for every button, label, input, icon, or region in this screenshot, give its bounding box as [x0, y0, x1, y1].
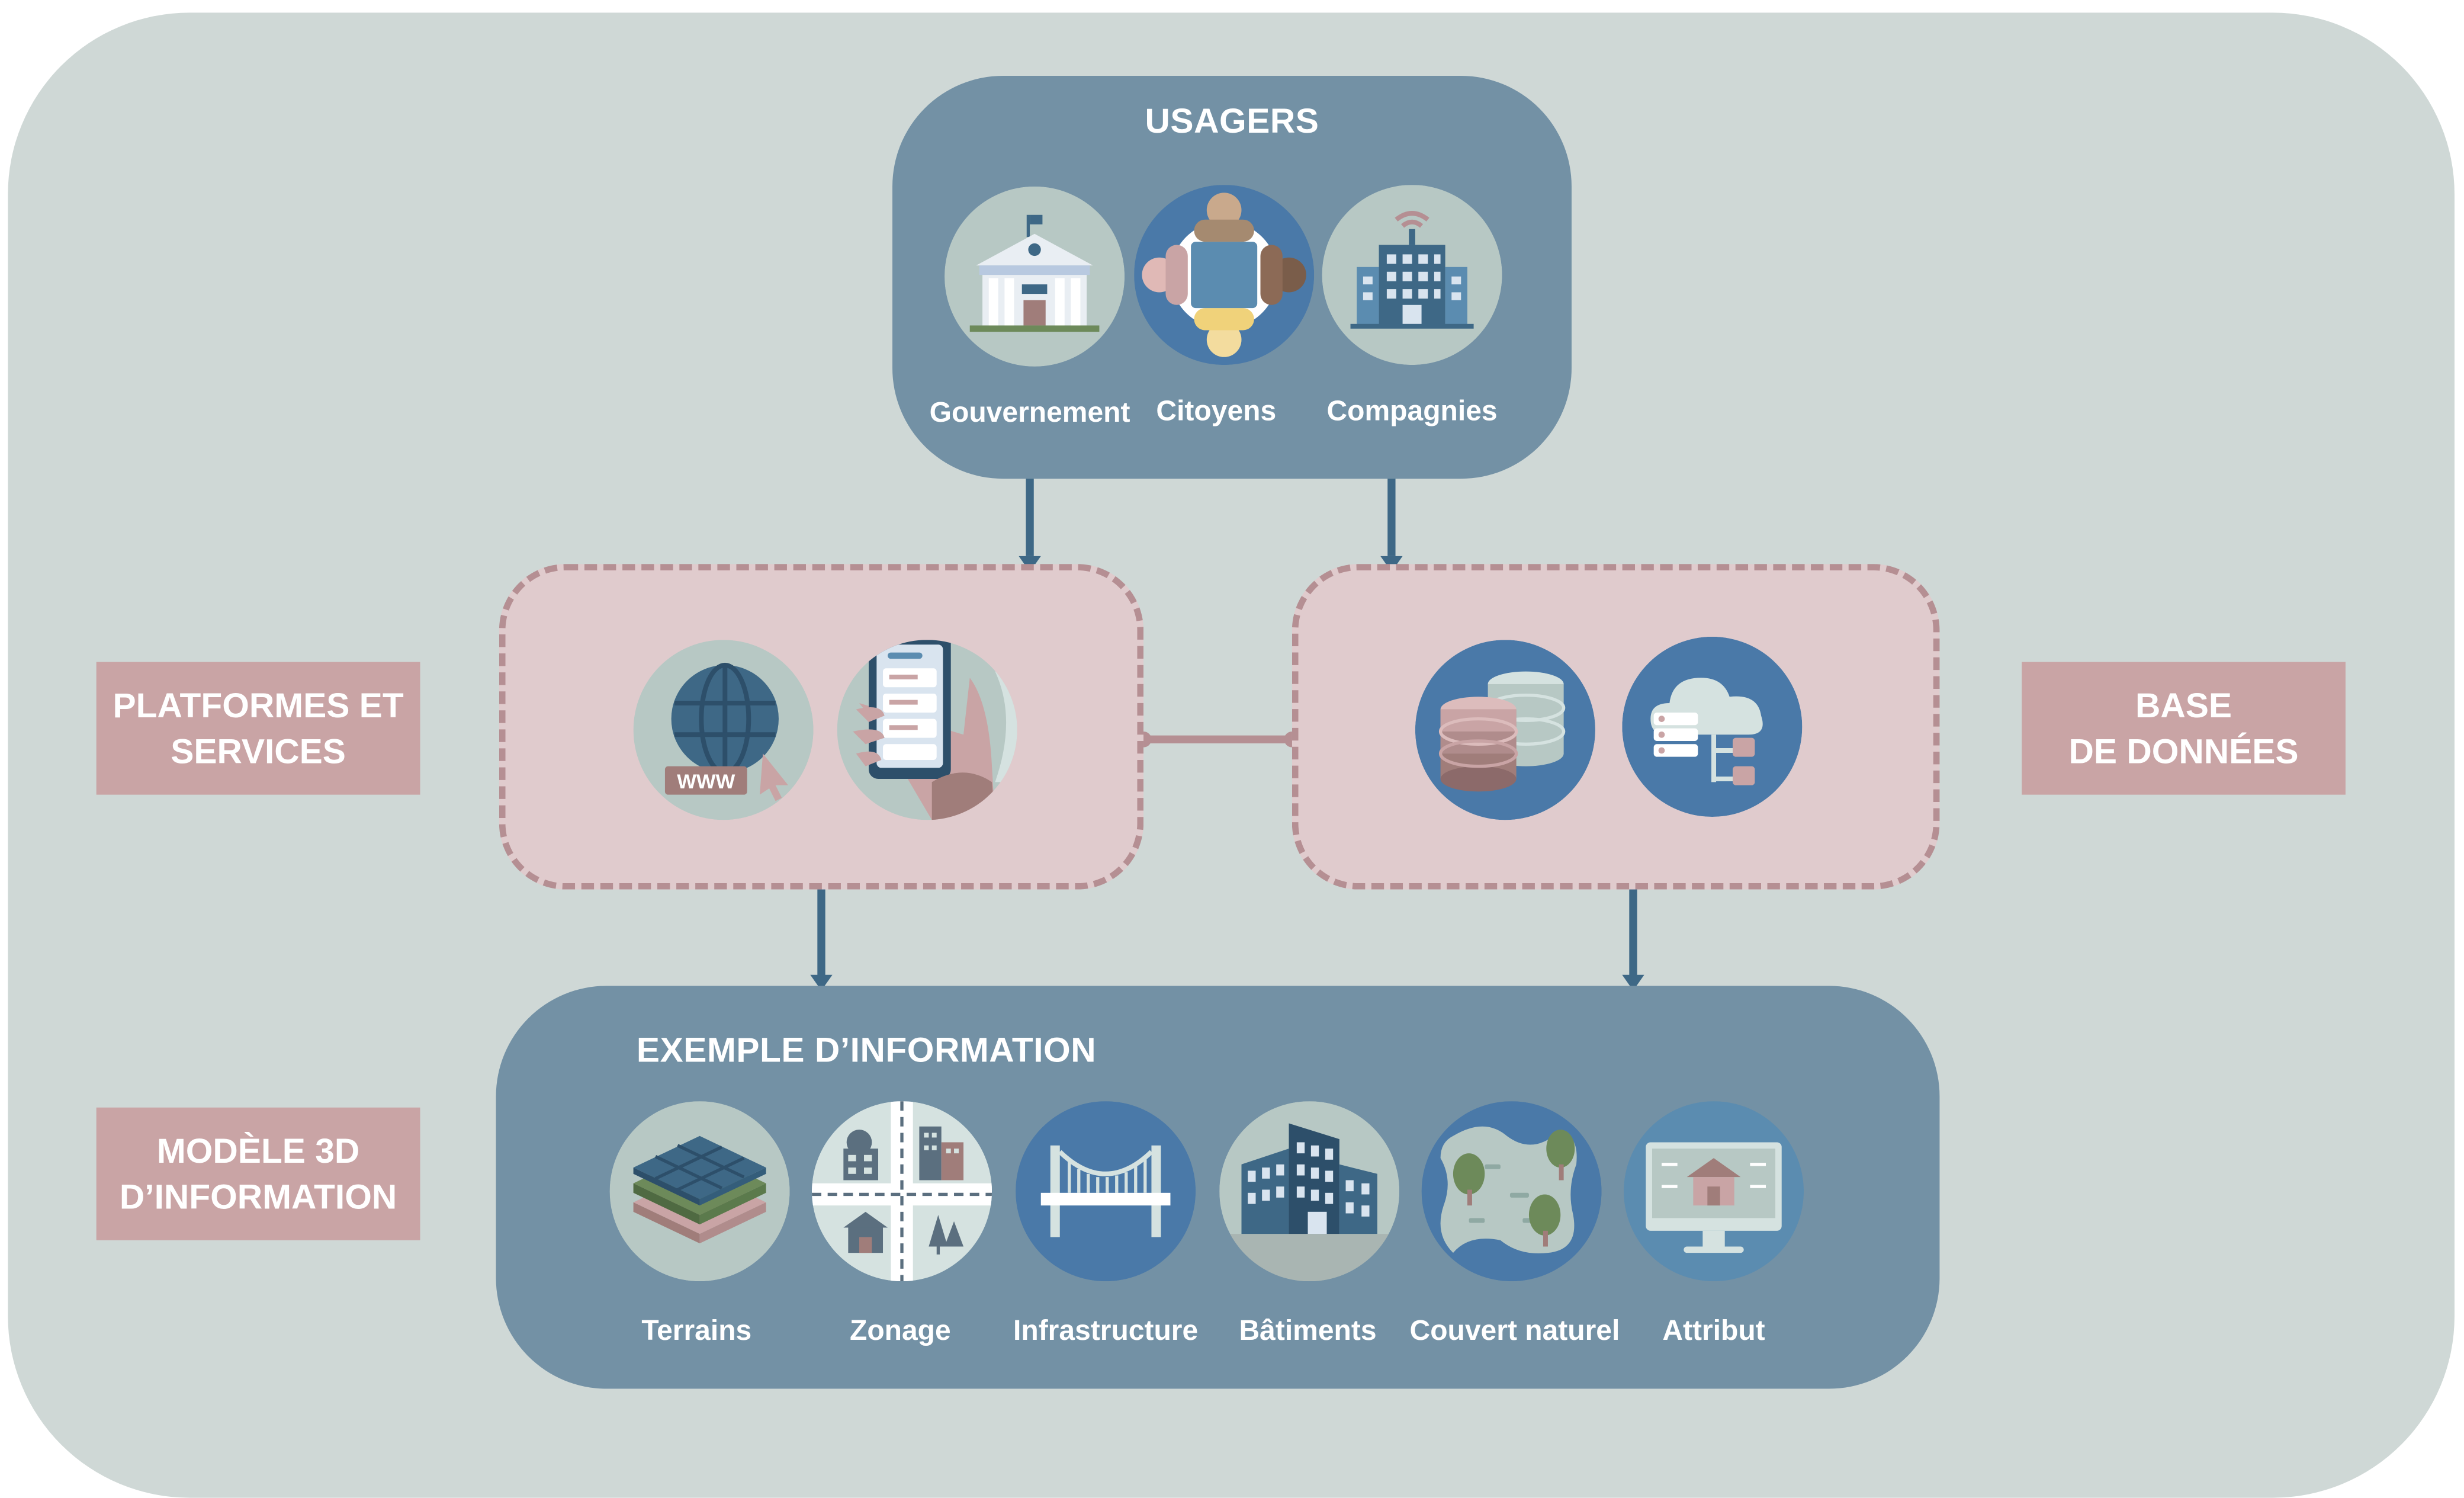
- citizens-table-icon: [1134, 185, 1315, 365]
- base-de-donnees-box: [1292, 564, 1940, 890]
- bridge-icon: [1016, 1101, 1196, 1282]
- web-www-text: WWW: [677, 771, 735, 793]
- government-building-icon: [945, 186, 1125, 367]
- modele-label-line2: D’INFORMATION: [119, 1177, 397, 1217]
- exemple-label-batiments: Bâtiments: [1239, 1314, 1377, 1346]
- usagers-title: USAGERS: [1145, 101, 1319, 141]
- diagram-stage: USAGERS Gouvernement: [8, 12, 2455, 1498]
- natural-cover-icon: [1421, 1101, 1602, 1282]
- buildings-icon: [1219, 1101, 1400, 1282]
- terrain-layers-icon: [609, 1101, 790, 1282]
- exemple-label-terrains: Terrains: [641, 1314, 752, 1346]
- base-label-line2: DE DONNÉES: [2068, 731, 2299, 771]
- database-icon: [1415, 640, 1595, 820]
- mobile-app-icon: [837, 640, 1017, 820]
- base-label-line1: BASE: [2135, 685, 2232, 726]
- platformes-services-box: [499, 564, 1144, 890]
- base-de-donnees-label: BASE DE DONNÉES: [2022, 662, 2346, 795]
- usager-label-citoyens: Citoyens: [1156, 394, 1277, 427]
- modele-3d-label: MODÈLE 3D D’INFORMATION: [96, 1107, 420, 1240]
- platformes-services-label: PLATFORMES ET SERVICES: [96, 662, 420, 795]
- exemple-label-attribut: Attribut: [1662, 1314, 1765, 1346]
- usager-label-gouvernement: Gouvernement: [929, 396, 1130, 428]
- web-globe-icon: WWW: [633, 640, 814, 820]
- company-building-icon: [1322, 185, 1502, 365]
- platformes-label-line2: SERVICES: [171, 731, 346, 771]
- modele-label-line1: MODÈLE 3D: [156, 1131, 360, 1171]
- exemple-title: EXEMPLE D’INFORMATION: [636, 1030, 1097, 1070]
- cloud-server-icon: [1622, 636, 1803, 817]
- zoning-map-icon: [811, 1101, 992, 1282]
- exemple-label-couvert-naturel: Couvert naturel: [1409, 1314, 1620, 1346]
- platformes-label-line1: PLATFORMES ET: [113, 685, 404, 726]
- usager-label-compagnies: Compagnies: [1326, 394, 1498, 427]
- exemple-label-zonage: Zonage: [849, 1314, 951, 1346]
- exemple-label-infrastructure: Infrastructure: [1013, 1314, 1199, 1346]
- attribute-monitor-icon: [1623, 1101, 1804, 1282]
